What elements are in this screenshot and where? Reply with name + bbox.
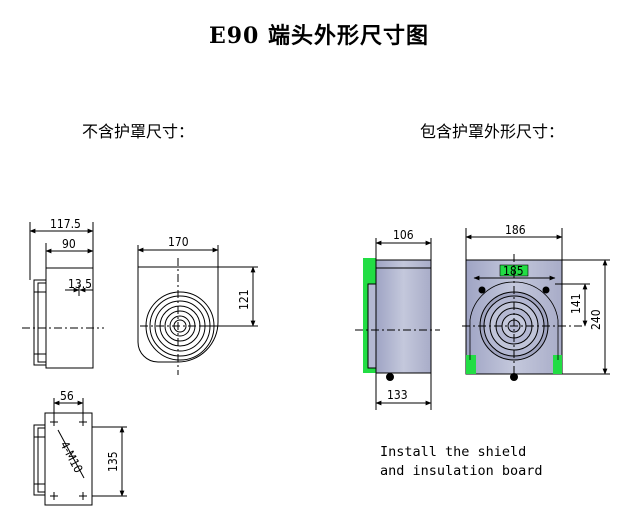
dim-shield-height-outer: 240: [589, 309, 603, 330]
dim-height: 121: [237, 289, 251, 310]
dim-flange-offset: 13.5: [68, 277, 92, 291]
heading-with-shield: 包含护罩外形尺寸：: [420, 122, 565, 141]
dim-hole-spacing: 135: [106, 451, 120, 472]
front-view-no-shield: [137, 245, 258, 375]
side-view-with-shield: [355, 238, 440, 410]
dim-shield-inner-width: 185: [503, 264, 524, 278]
install-note-line-2: and insulation board: [380, 463, 543, 479]
dim-shield-depth: 106: [393, 228, 414, 242]
dim-overall-length: 117.5: [50, 217, 81, 231]
dim-shield-width: 186: [505, 223, 526, 237]
dim-shield-height-inner: 141: [569, 293, 583, 314]
side-view-no-shield: [22, 222, 104, 369]
front-view-with-shield: [462, 228, 610, 382]
dim-shield-bottom: 133: [387, 388, 408, 402]
dim-bottom-width: 56: [60, 389, 74, 403]
dim-width: 170: [168, 235, 189, 249]
dim-body-length: 90: [62, 237, 76, 251]
mount-view: [33, 398, 127, 506]
page-title: E90 端头外形尺寸图: [208, 23, 430, 49]
install-note-line-1: Install the shield: [380, 444, 526, 460]
heading-without-shield: 不含护罩尺寸：: [82, 122, 195, 141]
